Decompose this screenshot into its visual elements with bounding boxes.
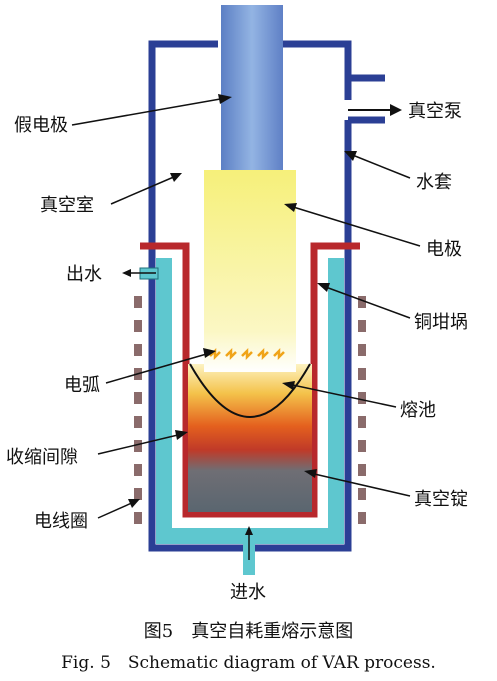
fake-electrode (221, 5, 283, 170)
label-arc: 电弧 (64, 375, 100, 396)
label-vacuum-ingot: 真空锭 (414, 489, 468, 510)
molten-pool-boundary (189, 363, 311, 418)
label-electrode: 电极 (426, 239, 462, 260)
vacuum-chamber (148, 40, 385, 552)
leader-lines (71, 97, 421, 519)
label-vacuum-chamber: 真空室 (40, 195, 94, 216)
var-diagram: 假电极 真空泵 真空室 水套 电极 出水 铜坩埚 电弧 熔池 收缩间隙 真空锭 … (6, 5, 468, 603)
coil (134, 296, 366, 524)
figure-caption-en: Fig. 5 Schematic diagram of VAR process. (61, 653, 436, 673)
label-copper-crucible: 铜坩埚 (414, 312, 468, 333)
water-flow-arrows (122, 269, 253, 560)
label-coil: 电线圈 (34, 511, 88, 532)
label-vacuum-pump: 真空泵 (408, 101, 462, 122)
pump-arrow (348, 104, 402, 116)
label-water-out: 出水 (66, 264, 102, 285)
arc-sparks (209, 347, 285, 361)
label-water-jacket: 水套 (416, 172, 452, 193)
label-shrinkage-gap: 收缩间隙 (6, 447, 78, 468)
label-molten-pool: 熔池 (400, 400, 436, 421)
label-fake-electrode: 假电极 (14, 115, 68, 136)
label-water-in: 进水 (230, 582, 266, 603)
copper-crucible (140, 242, 360, 518)
leader-arrowheads (128, 94, 357, 508)
figure-caption-zh: 图5 真空自耗重熔示意图 (143, 621, 354, 642)
electrode (204, 170, 296, 372)
pump-port (344, 74, 385, 124)
